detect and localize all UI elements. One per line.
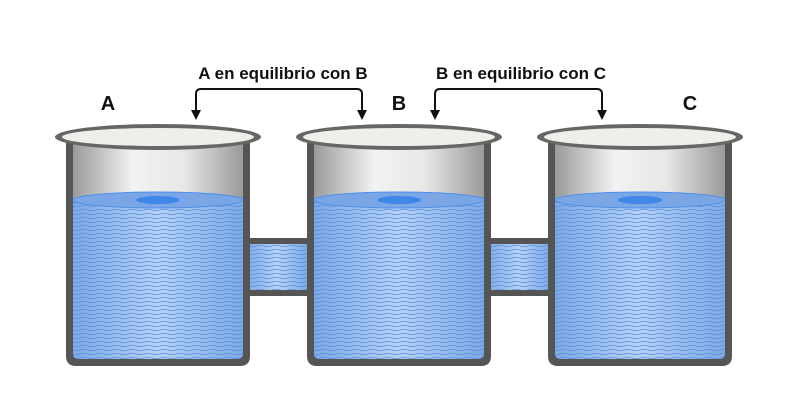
relation-ab-text: A en equilibrio con B	[198, 64, 367, 83]
arrowhead-a	[191, 110, 201, 120]
relation-bc-text: B en equilibrio con C	[436, 64, 606, 83]
label-c: C	[683, 93, 697, 115]
arrowhead-c	[597, 110, 607, 120]
beaker-a	[55, 124, 261, 366]
beaker-b	[296, 124, 502, 366]
beaker-c	[537, 124, 743, 366]
connector-tubes	[246, 238, 550, 296]
relation-bc-arrow	[434, 88, 603, 112]
relation-ab-arrow	[195, 88, 363, 112]
arrowhead-b-left	[357, 110, 367, 120]
label-a: A	[101, 93, 115, 115]
connector-tube	[246, 238, 308, 296]
connector-tube	[487, 238, 550, 296]
arrowhead-b-right	[430, 110, 440, 120]
label-b: B	[392, 93, 406, 115]
